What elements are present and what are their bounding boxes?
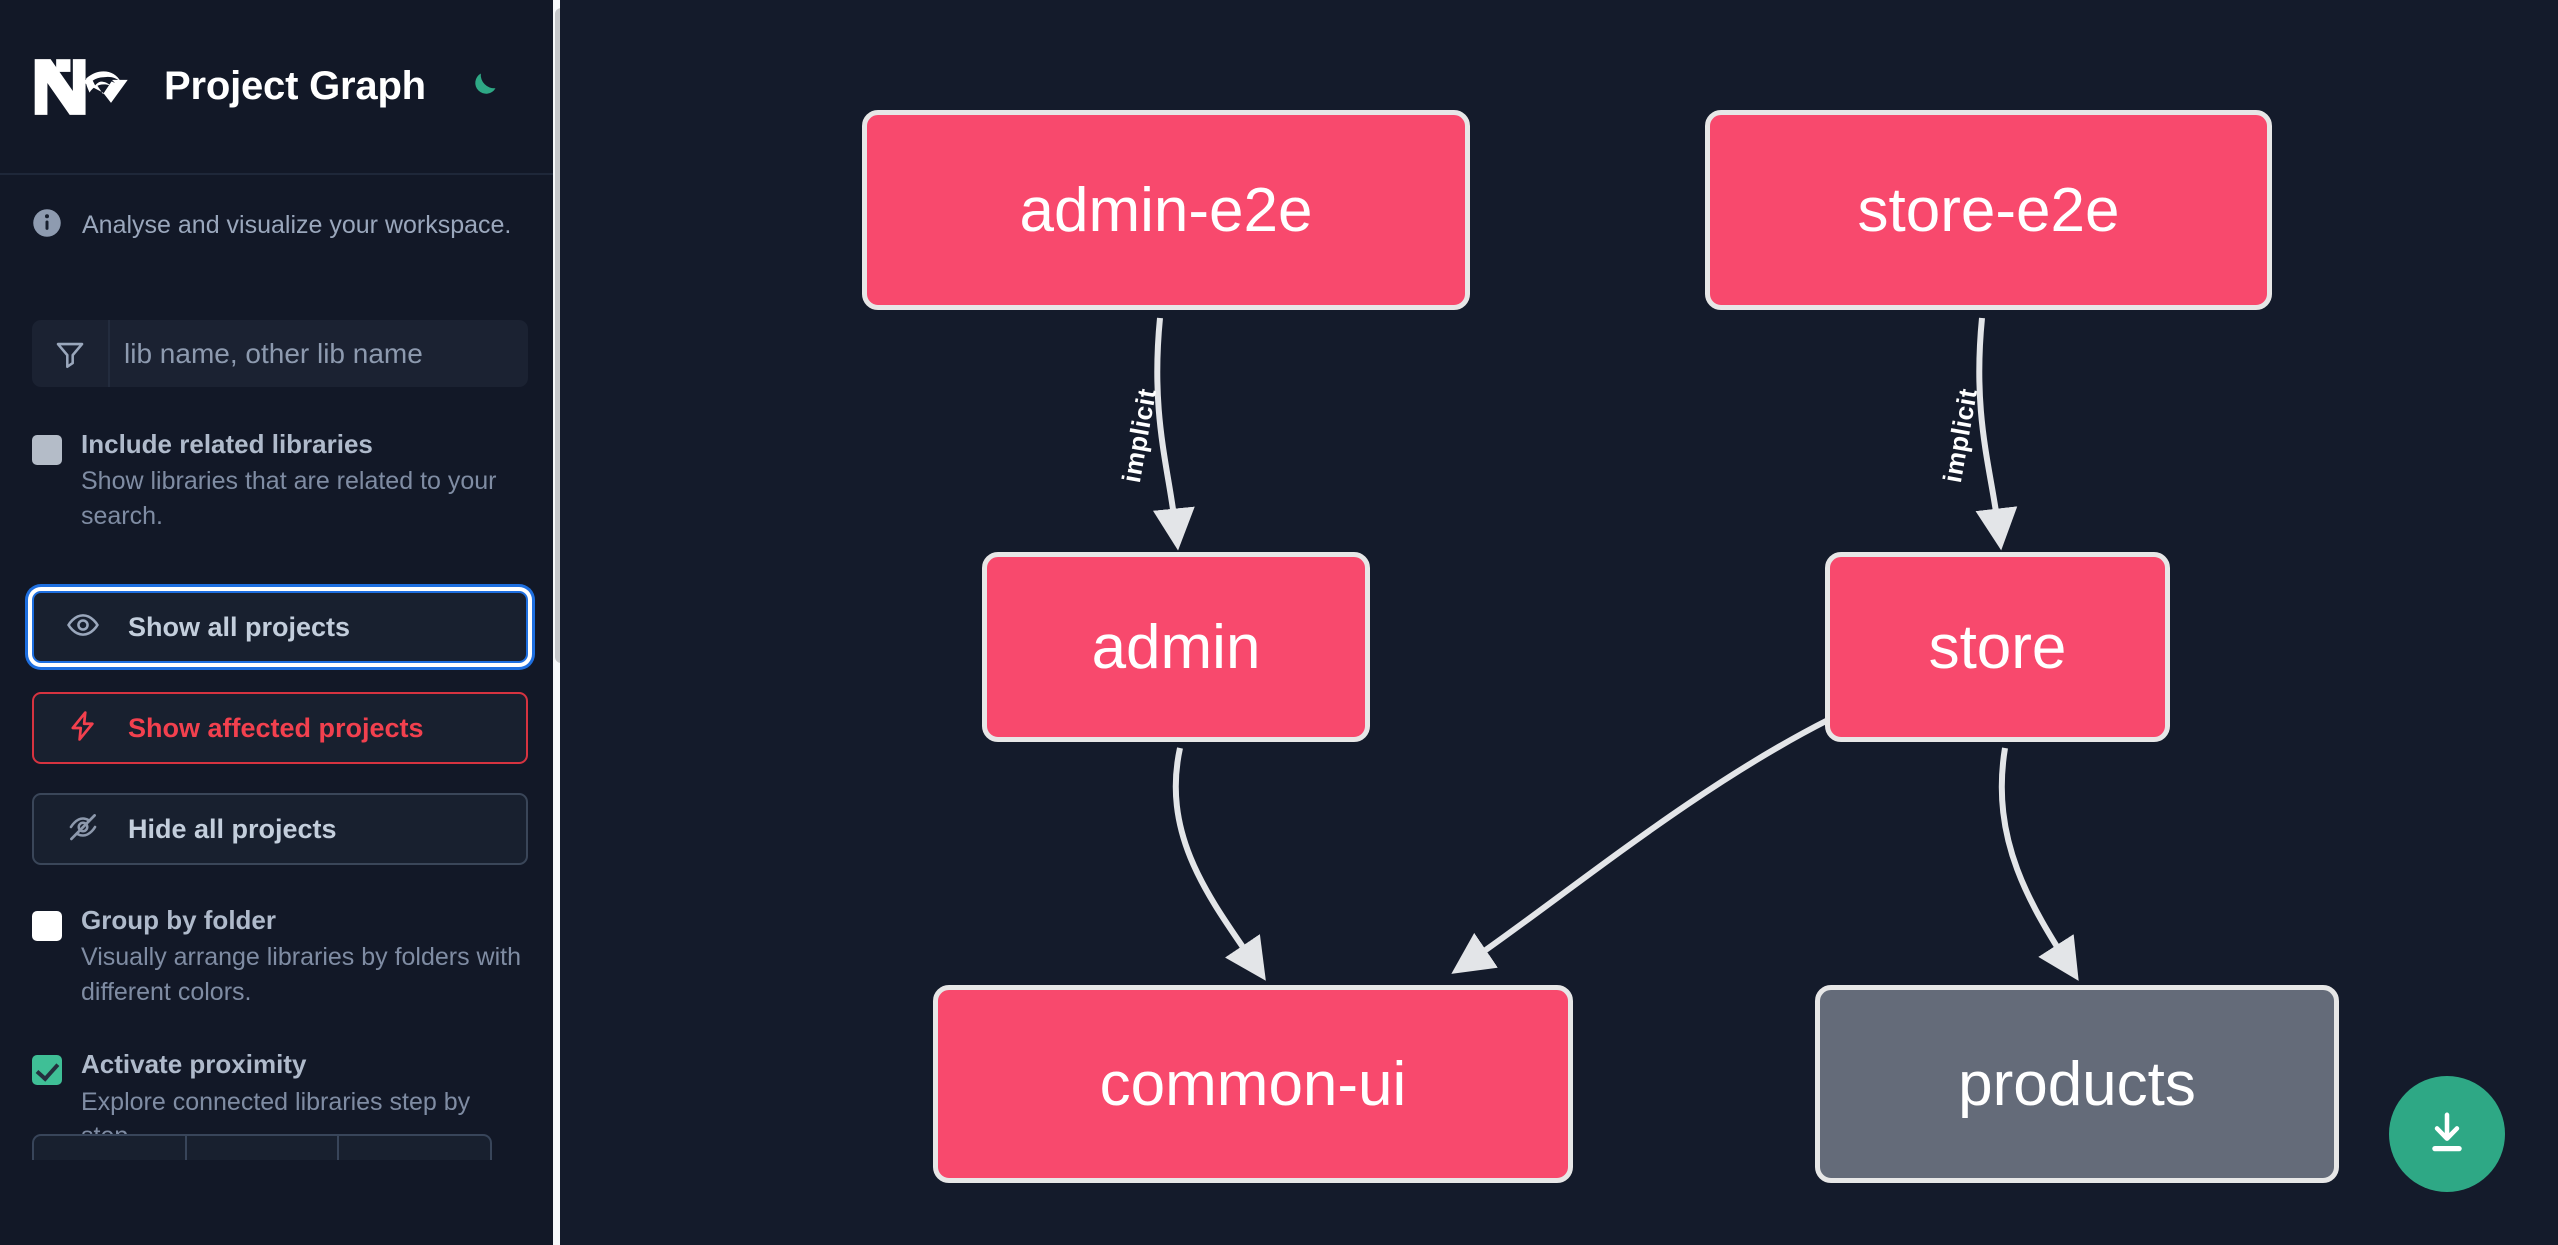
show-affected-projects-button[interactable]: Show affected projects [32,692,528,765]
proximity-step-segment[interactable] [34,1135,187,1160]
graph-node-store-e2e[interactable]: store-e2e [1705,110,2272,310]
graph-node-admin-e2e[interactable]: admin-e2e [862,110,1470,310]
show-all-projects-label: Show all projects [128,611,351,642]
show-affected-projects-label: Show affected projects [128,712,424,743]
checkbox-activate-proximity[interactable] [32,1055,62,1086]
edge-label-admin-e2e-implicit: implicit [1115,386,1163,485]
edge-store-to-common-ui [1451,717,1830,974]
graph-node-label: admin [1091,612,1261,682]
edge-store-to-products [1998,747,2079,981]
checkbox-row-include-related-libraries[interactable]: Include related libraries Show libraries… [32,429,528,533]
edge-store-e2e-to-store [1975,317,2018,551]
eye-icon [66,608,100,647]
graph-canvas[interactable]: admin-e2e store-e2e admin store common-u… [560,0,2558,1245]
proximity-step-segment[interactable] [187,1135,340,1160]
edge-admin-to-common-ui [1172,747,1266,981]
moon-icon[interactable] [460,65,504,109]
tagline-text: Analyse and visualize your workspace. [82,211,512,239]
edge-admin-e2e-to-admin [1152,317,1195,551]
project-visibility-buttons: Show all projects Show affected projects [32,591,528,866]
show-all-projects-button[interactable]: Show all projects [32,591,528,664]
filter-funnel-icon[interactable] [32,320,110,387]
download-graph-button[interactable] [2389,1076,2505,1192]
tagline: Analyse and visualize your workspace. [32,208,528,243]
download-icon [2421,1107,2473,1162]
search-row [32,320,528,387]
checkbox-label-group-by-folder: Group by folder [81,905,276,936]
graph-node-label: common-ui [1099,1049,1407,1119]
graph-node-common-ui[interactable]: common-ui [933,985,1573,1183]
graph-node-products[interactable]: products [1815,985,2339,1183]
checkbox-label-activate-proximity: Activate proximity [81,1049,307,1080]
checkbox-label-include-related-libraries: Include related libraries [81,429,373,459]
graph-node-store[interactable]: store [1825,552,2170,742]
checkbox-desc-group-by-folder: Visually arrange libraries by folders wi… [81,943,522,1006]
hide-all-projects-button[interactable]: Hide all projects [32,793,528,866]
hide-all-projects-label: Hide all projects [128,813,337,844]
eye-slash-icon [66,810,100,849]
checkbox-desc-include-related-libraries: Show libraries that are related to your … [81,467,497,530]
sidebar-scrollbar[interactable] [553,0,560,1245]
graph-node-label: products [1958,1049,2196,1119]
nx-logo-icon [32,56,128,118]
checkbox-row-group-by-folder[interactable]: Group by folder Visually arrange librari… [32,905,528,1009]
search-input[interactable] [110,320,528,387]
graph-node-admin[interactable]: admin [982,552,1370,742]
lightning-icon [66,709,100,748]
sidebar: Project Graph Analyse and visualize your… [0,0,560,1245]
graph-node-label: admin-e2e [1019,175,1313,245]
graph-node-label: store [1928,612,2067,682]
info-circle-icon [32,208,62,243]
checkbox-include-related-libraries[interactable] [32,435,62,465]
sidebar-header: Project Graph [0,0,560,175]
sidebar-scrollbar-thumb[interactable] [555,8,560,663]
sidebar-body: Analyse and visualize your workspace. In… [0,208,560,1160]
proximity-step-segment[interactable] [339,1136,490,1160]
page-title: Project Graph [164,64,426,108]
checkbox-group-by-folder[interactable] [32,911,62,942]
graph-node-label: store-e2e [1857,175,2120,245]
proximity-step-control[interactable] [32,1133,492,1160]
edge-label-store-e2e-implicit: implicit [1936,386,1984,485]
